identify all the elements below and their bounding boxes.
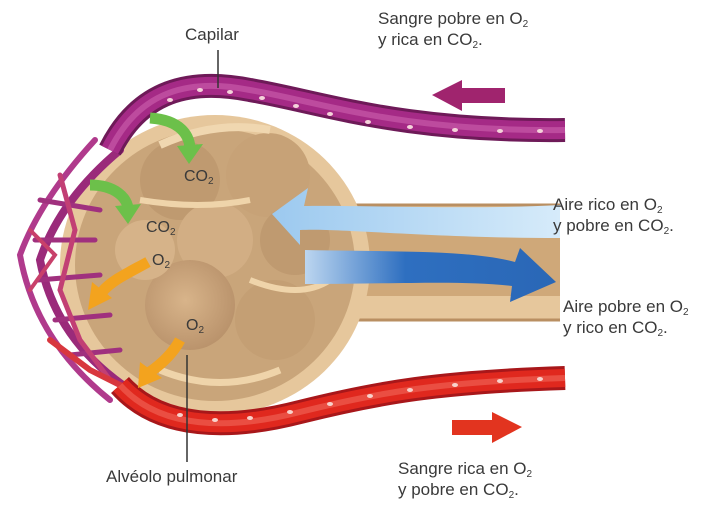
- label-sangre-rica: Sangre rica en O2 y pobre en CO2.: [398, 458, 532, 500]
- flow-arrow-right: [452, 412, 522, 443]
- flow-arrow-left: [432, 80, 505, 111]
- label-capilar: Capilar: [185, 24, 239, 45]
- gas-label-o2: O2: [186, 317, 204, 335]
- label-aire-pobre: Aire pobre en O2 y rico en CO2.: [563, 296, 689, 338]
- gas-label-o2: O2: [152, 252, 170, 270]
- gas-label-co2: CO2: [146, 219, 176, 237]
- label-alveolo: Alvéolo pulmonar: [106, 466, 237, 487]
- gas-label-co2: CO2: [184, 168, 214, 186]
- label-aire-rico: Aire rico en O2 y pobre en CO2.: [553, 194, 674, 236]
- label-sangre-pobre: Sangre pobre en O2 y rica en CO2.: [378, 8, 528, 50]
